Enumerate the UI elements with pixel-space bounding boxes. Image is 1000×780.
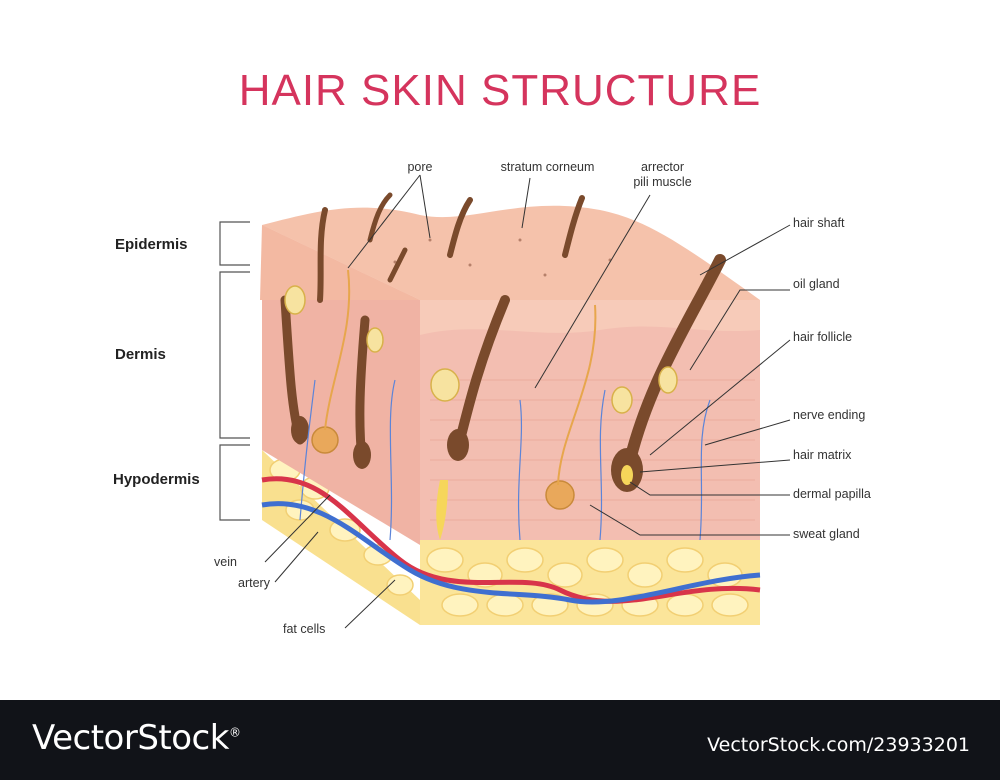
skin-top-surface-2 — [260, 225, 420, 300]
surface-hairs — [317, 192, 585, 303]
label-hair-matrix: hair matrix — [793, 448, 852, 462]
layer-brackets — [219, 221, 250, 521]
label-sweat-gland: sweat gland — [793, 527, 860, 541]
trademark-symbol: ® — [228, 725, 241, 740]
oil-glands — [284, 285, 678, 414]
label-oil-gland: oil gland — [793, 277, 840, 291]
label-stratum-corneum: stratum corneum — [500, 160, 595, 174]
label-artery: artery — [238, 576, 270, 590]
skin-cross-section — [219, 174, 791, 629]
label-dermal-papilla: dermal papilla — [793, 487, 871, 501]
label-arrector-line1: arrector — [640, 160, 685, 174]
label-pore: pore — [407, 160, 433, 174]
callout-lines — [264, 174, 791, 629]
label-fat-cells: fat cells — [283, 622, 326, 636]
label-hair-follicle: hair follicle — [793, 330, 853, 344]
label-hypodermis: Hypodermis — [113, 471, 200, 488]
label-vein: vein — [214, 555, 237, 569]
artery-vessel — [261, 476, 761, 604]
label-hair-shaft: hair shaft — [793, 216, 845, 230]
skin-top-surface — [262, 205, 760, 300]
label-arrector-line2: pili muscle — [633, 175, 692, 189]
label-epidermis: Epidermis — [115, 236, 188, 253]
logo-text: VectorStock — [32, 718, 229, 758]
nerves — [299, 379, 711, 541]
diagram-title: HAIR SKIN STRUCTURE — [238, 66, 762, 115]
vein-vessel — [261, 501, 761, 605]
sweat-glands — [311, 426, 575, 510]
label-arrector: arrector pili muscle — [615, 160, 710, 190]
label-nerve-ending: nerve ending — [793, 408, 866, 422]
follicles — [280, 254, 726, 540]
vectorstock-logo[interactable]: VectorStock® — [32, 718, 241, 758]
image-id: VectorStock.com/23933201 — [707, 734, 970, 756]
label-dermis: Dermis — [115, 346, 166, 363]
watermark-bar: VectorStock® VectorStock.com/23933201 — [0, 700, 1000, 780]
